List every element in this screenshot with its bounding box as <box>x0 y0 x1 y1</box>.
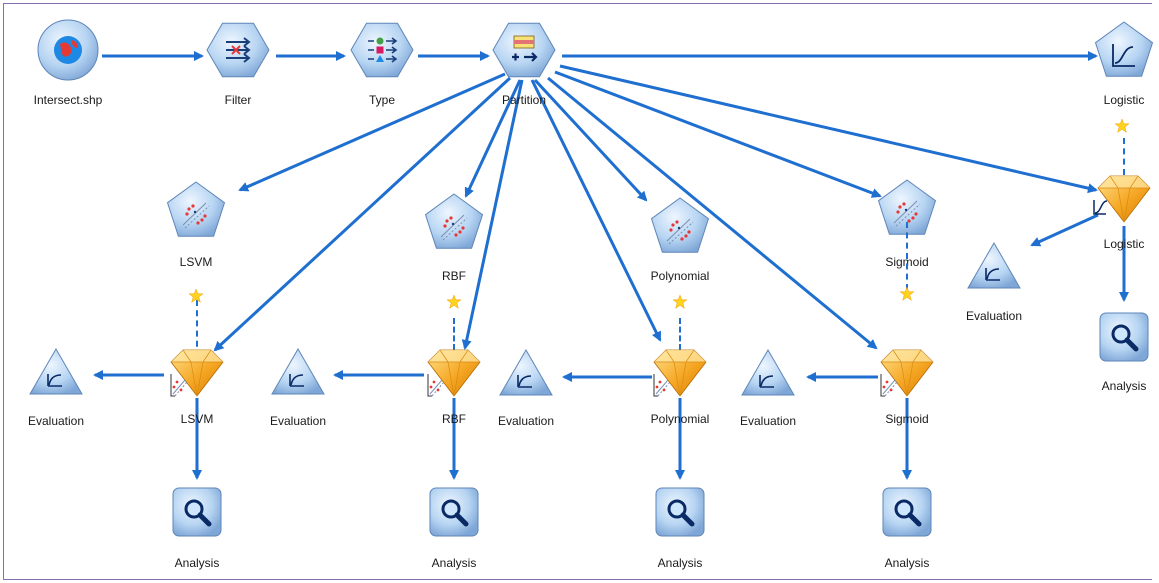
evaluation-chart-icon <box>967 242 1021 289</box>
node-eval-sig[interactable] <box>728 337 808 417</box>
node-label-eval-poly: Evaluation <box>497 414 555 428</box>
node-analysis-sig[interactable] <box>867 472 947 552</box>
node-label-eval-lsvm: Evaluation <box>27 414 85 428</box>
node-label-logistic-nugget: Logistic <box>1103 237 1145 251</box>
node-source[interactable] <box>28 10 108 90</box>
refresh-star-icon <box>446 294 462 315</box>
svm-scatter-icon <box>424 193 484 249</box>
node-label-logistic-model: Logistic <box>1103 93 1145 107</box>
filter-arrows-icon <box>206 22 270 78</box>
svm-scatter-icon <box>166 181 226 237</box>
node-label-poly-model: Polynomial <box>650 269 710 283</box>
model-nugget-icon <box>427 349 481 397</box>
node-eval-rbf[interactable] <box>258 336 338 416</box>
node-label-lsvm-model: LSVM <box>179 255 213 269</box>
node-label-eval-sig: Evaluation <box>739 414 797 428</box>
magnifier-icon <box>429 487 479 537</box>
node-logistic-nugget[interactable] <box>1084 158 1159 238</box>
model-link-dashed <box>906 222 908 290</box>
node-label-rbf-nugget: RBF <box>442 412 466 426</box>
globe-icon <box>37 19 99 81</box>
evaluation-chart-icon <box>271 348 325 395</box>
node-label-type: Type <box>368 93 396 107</box>
evaluation-chart-icon <box>499 349 553 396</box>
node-label-eval-rbf: Evaluation <box>269 414 327 428</box>
node-label-poly-nugget: Polynomial <box>650 412 710 426</box>
link-partition-lsvm-nugget <box>213 76 512 352</box>
node-analysis-lsvm[interactable] <box>157 472 237 552</box>
node-poly-model[interactable] <box>640 188 720 268</box>
refresh-star-icon <box>188 288 204 309</box>
partition-icon <box>492 22 556 78</box>
node-rbf-model[interactable] <box>414 184 494 264</box>
magnifier-icon <box>655 487 705 537</box>
node-lsvm-nugget[interactable] <box>157 332 237 412</box>
node-lsvm-model[interactable] <box>156 172 236 252</box>
link-partition-poly-nugget <box>530 79 662 342</box>
link-partition-logistic-nugget <box>559 64 1098 194</box>
link-partition-rbf-model <box>464 79 522 198</box>
refresh-star-icon <box>899 286 915 307</box>
canvas-frame <box>3 3 1152 580</box>
node-label-sig-nugget: Sigmoid <box>885 412 929 426</box>
model-nugget-icon <box>1093 175 1151 223</box>
link-lnugget-eval <box>1030 213 1099 247</box>
node-label-lsvm-nugget: LSVM <box>180 412 214 426</box>
model-link-dashed <box>679 318 681 350</box>
evaluation-chart-icon <box>741 349 795 396</box>
logistic-curve-icon <box>1094 21 1154 77</box>
node-label-filter: Filter <box>224 93 252 107</box>
node-rbf-nugget[interactable] <box>414 332 494 412</box>
link-partition-poly-model <box>533 78 648 202</box>
node-analysis-logistic[interactable] <box>1084 297 1159 377</box>
link-partition-sig-model <box>554 70 882 198</box>
link-partition-sig-nugget <box>547 76 878 350</box>
node-label-eval-logistic: Evaluation <box>965 309 1023 323</box>
node-label-analysis-lsvm: Analysis <box>174 556 220 570</box>
node-partition[interactable] <box>484 10 564 90</box>
node-eval-lsvm[interactable] <box>16 336 96 416</box>
refresh-star-icon <box>672 294 688 315</box>
node-filter[interactable] <box>198 10 278 90</box>
node-label-analysis-logistic: Analysis <box>1101 379 1147 393</box>
magnifier-icon <box>882 487 932 537</box>
evaluation-chart-icon <box>29 348 83 395</box>
node-analysis-rbf[interactable] <box>414 472 494 552</box>
node-eval-logistic[interactable] <box>954 230 1034 310</box>
link-partition-lsvm-model <box>238 72 506 192</box>
svm-scatter-icon <box>650 197 710 253</box>
refresh-star-icon <box>1114 118 1130 139</box>
model-nugget-icon <box>170 349 224 397</box>
model-link-dashed <box>1123 138 1125 175</box>
type-shapes-icon <box>350 22 414 78</box>
node-label-analysis-rbf: Analysis <box>431 556 477 570</box>
model-link-dashed <box>196 300 198 357</box>
node-label-analysis-poly: Analysis <box>657 556 703 570</box>
node-label-source: Intersect.shp <box>33 93 103 107</box>
link-partition-rbf-nugget <box>461 79 524 350</box>
node-type[interactable] <box>342 10 422 90</box>
node-logistic-model[interactable] <box>1084 12 1159 92</box>
node-label-rbf-model: RBF <box>442 269 466 283</box>
node-label-partition: Partition <box>501 93 547 107</box>
node-analysis-poly[interactable] <box>640 472 720 552</box>
magnifier-icon <box>172 487 222 537</box>
magnifier-icon <box>1099 312 1149 362</box>
model-nugget-icon <box>653 349 707 397</box>
node-eval-poly[interactable] <box>486 337 566 417</box>
node-sig-nugget[interactable] <box>867 332 947 412</box>
node-label-analysis-sig: Analysis <box>884 556 930 570</box>
node-poly-nugget[interactable] <box>640 332 720 412</box>
model-nugget-icon <box>880 349 934 397</box>
model-link-dashed <box>453 318 455 350</box>
